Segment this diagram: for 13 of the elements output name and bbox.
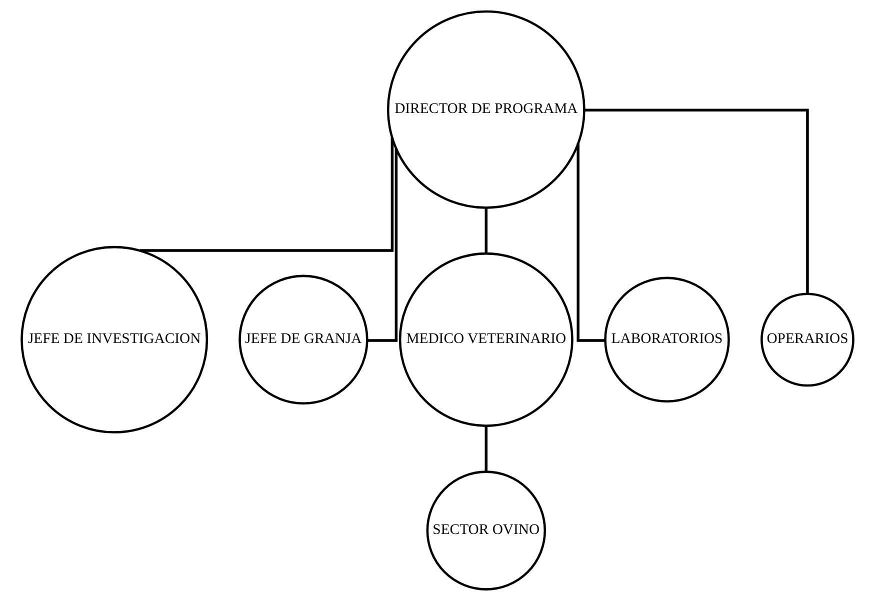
connector [366,148,398,342]
node-circle: MEDICO VETERINARIO [398,252,573,427]
node-circle: JEFE DE GRANJA [238,274,368,405]
node-circle: OPERARIOS [760,292,854,387]
node-circle: JEFE DE INVESTIGACION [20,246,208,434]
connector [484,426,488,472]
connector [584,108,808,294]
node-circle: SECTOR OVINO [426,470,546,590]
connector [139,137,394,252]
node-circle: DIRECTOR DE PROGRAMA [386,10,585,209]
connector [576,143,605,342]
connector [484,208,488,254]
node-circle: LABORATORIOS [604,276,730,403]
